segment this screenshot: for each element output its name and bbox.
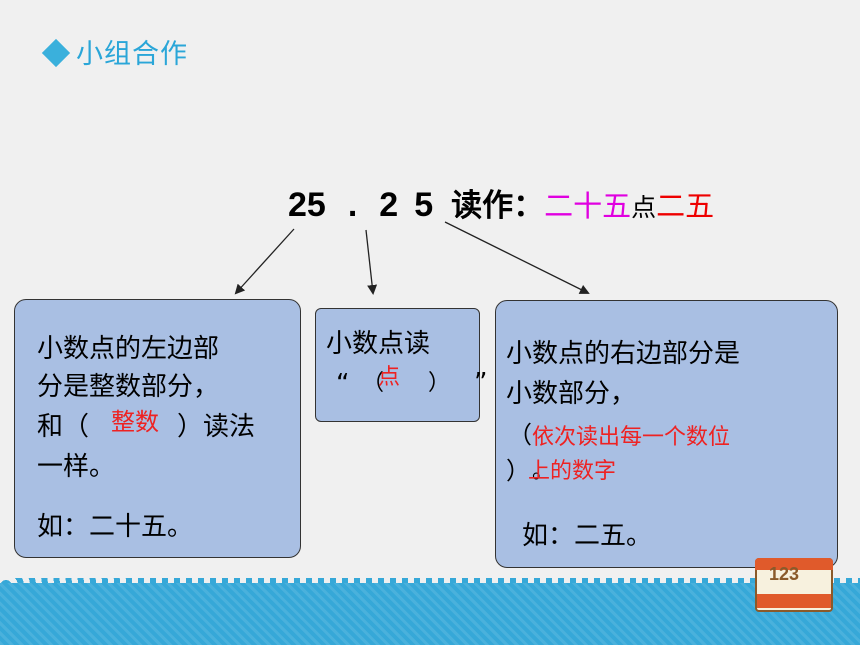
middle-box-close-quote: ”: [474, 368, 488, 398]
left-box-line-3-start: 和（: [37, 412, 90, 442]
bottom-band-edge: [0, 578, 860, 586]
answer-decimal-reading: 二五: [656, 189, 715, 223]
right-box-close-paren: ）: [506, 457, 530, 485]
middle-box-close-paren: ）: [428, 371, 451, 396]
left-box-example: 如：二十五。: [37, 512, 194, 542]
left-box-line-1: 小数点的左边部: [37, 334, 220, 364]
decimal-digit-2: 5: [414, 186, 434, 224]
left-box-line-4: 一样。: [37, 452, 116, 482]
left-box-fill-answer: 整数: [111, 408, 159, 436]
calendar-number: 123: [769, 564, 800, 584]
arrow-to-left-box: [234, 228, 295, 295]
section-header: 小组合作: [41, 32, 188, 71]
right-box-example: 如：二五。: [522, 521, 653, 551]
arrow-to-right-box: [444, 221, 590, 294]
left-box-line-3-end: ）读法: [177, 412, 256, 442]
decimal-point-explanation-box: 小数点读 “ （ 点 ）: [315, 308, 480, 422]
right-box-open-paren: （: [508, 421, 532, 449]
left-box-line-2: 分是整数部分，: [37, 372, 220, 402]
middle-box-line-1: 小数点读: [326, 329, 431, 359]
decimal-part-explanation-box: 小数点的右边部分是 小数部分， （ 依次读出每一个数位 ） 。 上的数字 如：二…: [495, 300, 838, 568]
decimal-digit-1: 2: [379, 186, 399, 224]
read-as-label: 读作：: [451, 188, 545, 224]
integer-part-explanation-box: 小数点的左边部 分是整数部分， 和（ 整数 ）读法 一样。 如：二十五。: [14, 299, 301, 558]
decimal-point: .: [347, 186, 358, 224]
section-title: 小组合作: [76, 39, 188, 70]
right-box-fill-line-2: 上的数字: [528, 459, 617, 484]
right-box-line-2: 小数部分，: [506, 379, 637, 409]
right-box-fill-line-1: 依次读出每一个数位: [532, 425, 731, 450]
diamond-bullet-icon: [41, 38, 71, 67]
integer-part: 25: [288, 186, 326, 224]
answer-point-reading: 点: [631, 193, 657, 222]
bottom-decorative-band: [0, 583, 860, 645]
calendar-top-bar: [755, 558, 833, 570]
answer-integer-reading: 二十五: [544, 189, 632, 223]
calendar-base-bar: [757, 594, 831, 608]
middle-box-open-paren: （: [362, 371, 385, 396]
right-box-line-1: 小数点的右边部分是: [506, 339, 741, 369]
right-box-end-dot: 。: [532, 459, 555, 484]
middle-box-fill-answer: 点: [378, 365, 401, 390]
calendar-icon: 123: [755, 548, 835, 614]
arrow-to-middle-box: [365, 229, 378, 295]
decimal-expression: 25 . 2 5 读作： 二十五 点 二五: [288, 180, 714, 225]
middle-box-open-quote: “: [336, 369, 350, 399]
